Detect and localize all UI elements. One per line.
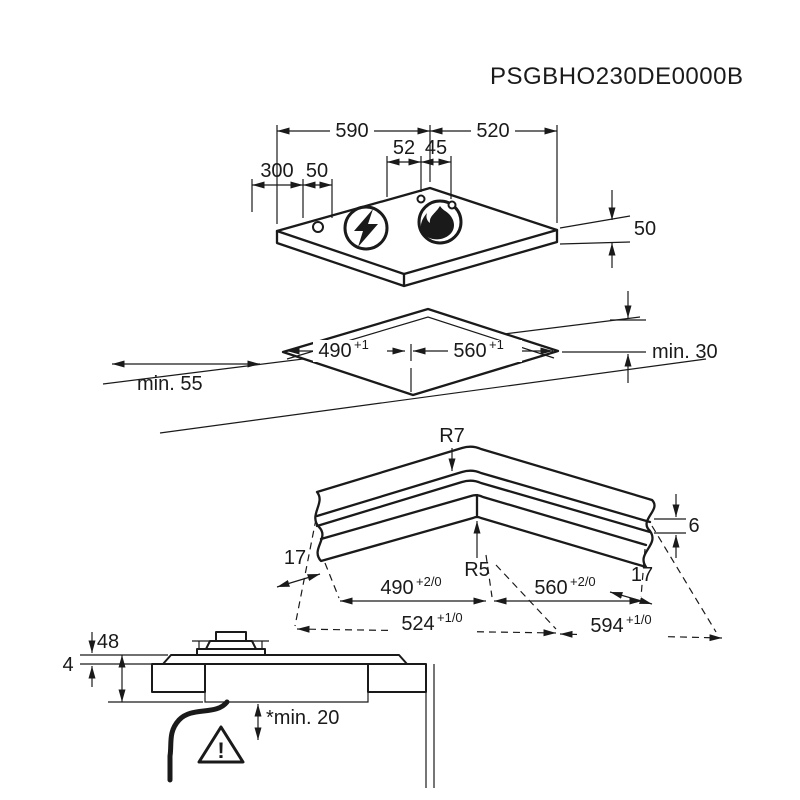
dim-inner-depth-tol: +2/0 bbox=[416, 574, 442, 589]
dim-front-clearance: min. 55 bbox=[137, 373, 203, 395]
dim-ledge-right: 17 bbox=[631, 564, 653, 586]
dim-offset-50: 50 bbox=[306, 160, 328, 182]
dim-hob-width: 590 bbox=[335, 120, 368, 142]
warning-triangle-icon bbox=[197, 725, 245, 764]
hob-body bbox=[275, 186, 559, 288]
dim-bottom-clearance: *min. 20 bbox=[266, 707, 339, 729]
label-mask bbox=[330, 119, 374, 141]
dim-rear-clearance: min. 30 bbox=[652, 341, 718, 363]
label-mask bbox=[471, 119, 515, 141]
dim-cutout-depth: 490 bbox=[318, 340, 351, 362]
dim-outer-depth-tol: +1/0 bbox=[437, 610, 463, 625]
burner-profile bbox=[192, 631, 269, 656]
label-mask bbox=[448, 340, 522, 362]
worktop-left-section bbox=[151, 663, 206, 693]
connection-point-a bbox=[416, 194, 426, 204]
worktop-cutout-view: 490 +1 560 +1 min. 55 min. 30 bbox=[102, 291, 718, 434]
radius-outer: R7 bbox=[439, 425, 465, 447]
dim-cutout-depth-tol: +1 bbox=[354, 337, 369, 352]
dim-offset-45: 45 bbox=[425, 137, 447, 159]
corner-piece bbox=[314, 445, 656, 569]
dim-inner-width-tol: +2/0 bbox=[570, 574, 596, 589]
dim-outer-width-tol: +1/0 bbox=[626, 612, 652, 627]
worktop-front-edge bbox=[159, 358, 707, 434]
dim-inner-width: 560 bbox=[534, 577, 567, 599]
hob-top-view: 590 520 52 45 300 50 50 bbox=[251, 119, 656, 288]
dim-lip-height: 4 bbox=[62, 654, 73, 676]
flame-icon bbox=[420, 206, 454, 240]
dim-cutout-width: 560 bbox=[453, 340, 486, 362]
dim-offset-300: 300 bbox=[260, 160, 293, 182]
lightning-bolt-icon bbox=[354, 209, 378, 247]
dim-outer-depth: 524 bbox=[401, 613, 434, 635]
dim-built-in-depth: 48 bbox=[97, 631, 119, 653]
dim-ledge-left: 17 bbox=[284, 547, 306, 569]
gas-pipe bbox=[167, 699, 230, 783]
ignition-knob bbox=[312, 221, 324, 233]
corner-recess-detail: R7 R5 6 17 17 490 +2/0 560 +2/0 524 +1/0… bbox=[276, 425, 723, 642]
recess-extension-lines bbox=[294, 518, 717, 633]
dim-inner-depth: 490 bbox=[380, 577, 413, 599]
side-section-view: ! 4 48 *min. 20 bbox=[62, 631, 435, 788]
dim-hob-depth: 520 bbox=[476, 120, 509, 142]
model-number: PSGBHO230DE0000B bbox=[490, 63, 743, 90]
dim-hob-height: 50 bbox=[634, 218, 656, 240]
recess-edge bbox=[315, 469, 652, 524]
label-mask bbox=[313, 340, 387, 362]
warning-exclamation: ! bbox=[217, 738, 224, 763]
dim-outer-width: 594 bbox=[590, 615, 623, 637]
radius-inner: R5 bbox=[464, 559, 490, 581]
worktop-right-section bbox=[367, 663, 427, 693]
dim-recess-depth: 6 bbox=[688, 515, 699, 537]
recess-step-edge bbox=[315, 479, 652, 534]
connection-point-b bbox=[447, 200, 457, 210]
label-mask bbox=[577, 616, 665, 638]
dim-cutout-width-tol: +1 bbox=[489, 337, 504, 352]
label-mask bbox=[388, 614, 474, 636]
hob-under-counter-box bbox=[204, 664, 369, 703]
hob-lip-profile bbox=[162, 654, 408, 665]
dim-offset-52: 52 bbox=[393, 137, 415, 159]
